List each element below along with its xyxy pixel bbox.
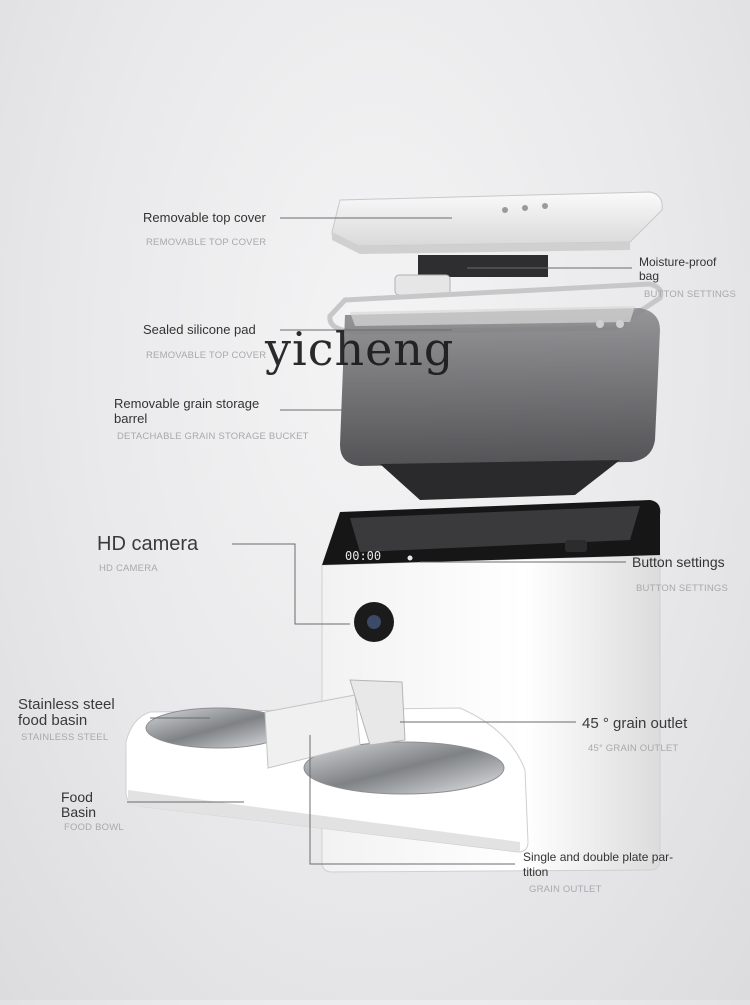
food-basin-sublabel: FOOD BOWL [64, 822, 124, 833]
callout-lines [127, 217, 632, 865]
button-settings-label: Button settings [632, 554, 725, 570]
moisture-proof-bag [394, 255, 548, 296]
steel-basin-sublabel: STAINLESS STEEL [21, 732, 109, 743]
button-settings-sublabel: BUTTON SETTINGS [636, 583, 729, 594]
moisture-bag-sublabel: BUTTON SETTINGS [644, 289, 737, 300]
silicone-pad-sublabel: REMOVABLE TOP COVER [146, 350, 267, 361]
moisture-bag-label: Moisture-proof bag [639, 255, 717, 283]
display-readout: 00:00 [345, 549, 381, 563]
storage-barrel-sublabel: DETACHABLE GRAIN STORAGE BUCKET [117, 431, 309, 442]
steel-basin-label: Stainless steel food basin [18, 696, 115, 729]
hd-camera-label: HD camera [97, 533, 199, 555]
hd-camera-sublabel: HD CAMERA [99, 563, 158, 574]
watermark: yicheng [265, 322, 455, 376]
food-basin-label: Food Basin [61, 789, 97, 820]
storage-barrel [340, 306, 660, 500]
plate-partition-label: Single and double plate par- tition [523, 850, 674, 879]
plate-partition-sublabel: GRAIN OUTLET [529, 884, 602, 895]
grain-outlet-sublabel: 45° GRAIN OUTLET [588, 743, 679, 754]
top-cover [331, 191, 663, 254]
storage-barrel-label: Removable grain storage barrel [114, 396, 260, 426]
silicone-pad-label: Sealed silicone pad [143, 322, 256, 337]
top-cover-label: Removable top cover [143, 210, 266, 225]
grain-outlet-label: 45 ° grain outlet [582, 715, 688, 732]
top-cover-sublabel: REMOVABLE TOP COVER [146, 237, 267, 248]
camera-icon [354, 602, 394, 642]
